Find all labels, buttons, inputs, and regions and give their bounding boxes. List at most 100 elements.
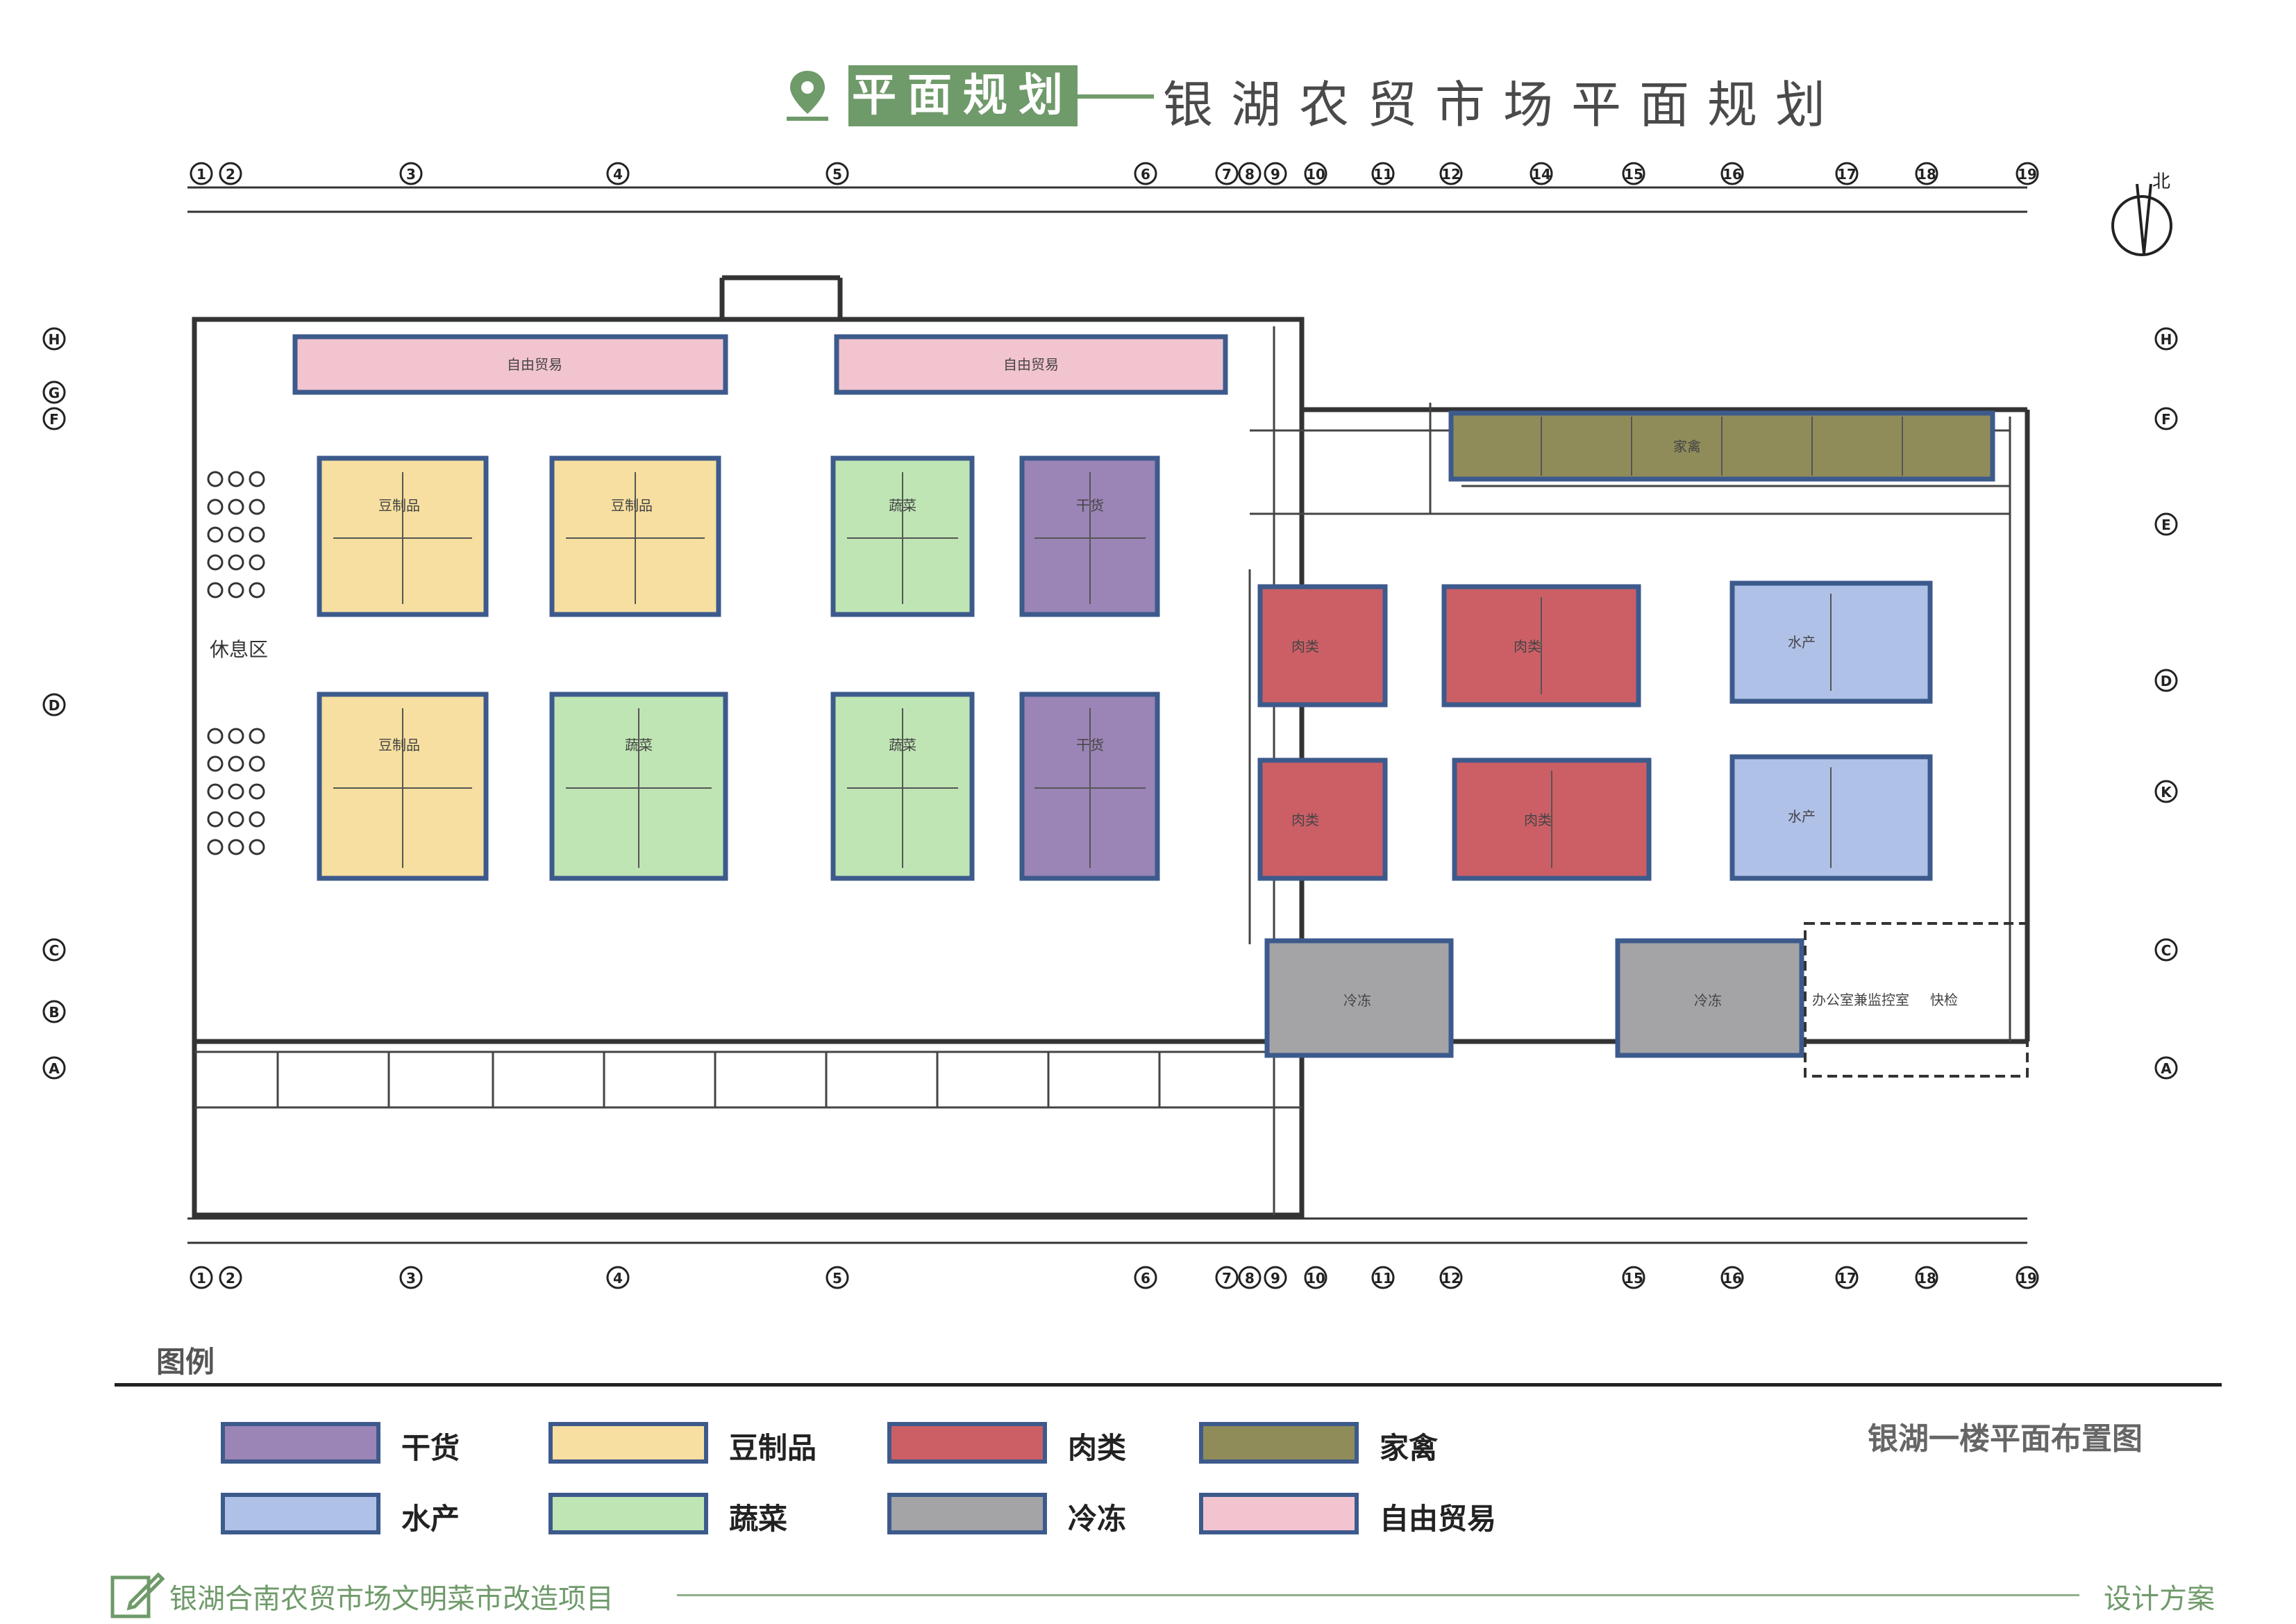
grid-top-10-label: 10 — [1306, 166, 1325, 183]
grid-left-D-label: D — [49, 697, 60, 714]
grid-bottom-16-label: 16 — [1723, 1270, 1742, 1287]
grid-bottom-17-label: 17 — [1837, 1270, 1857, 1287]
legend-swatch — [887, 1422, 1047, 1464]
legend-item: 水产 — [221, 1493, 568, 1541]
grid-top-1-label: 1 — [196, 166, 206, 183]
note-pencil-icon — [110, 1572, 165, 1618]
grid-bottom-16: 16 — [1720, 1266, 1744, 1289]
legend-label: 家禽 — [1380, 1431, 1439, 1465]
grid-bottom-3: 3 — [399, 1266, 423, 1289]
grid-top-4-label: 4 — [613, 166, 623, 183]
grid-left-C: C — [42, 938, 66, 962]
north-label: 北 — [2152, 171, 2170, 192]
grid-top-6: 6 — [1134, 162, 1157, 185]
grid-right-K: K — [2154, 780, 2178, 803]
grid-left-F: F — [42, 407, 66, 430]
grid-bottom-18: 18 — [1915, 1266, 1938, 1289]
grid-right-C-label: C — [2161, 942, 2172, 959]
grid-top-18: 18 — [1915, 162, 1938, 185]
grid-top-15: 15 — [1622, 162, 1645, 185]
grid-bottom-6: 6 — [1134, 1266, 1157, 1289]
grid-top-3: 3 — [399, 162, 423, 185]
label-dry-goods-2: 干货 — [1076, 737, 1104, 753]
grid-left-G-label: G — [49, 385, 60, 401]
grid-bottom-15: 15 — [1622, 1266, 1645, 1289]
legend-label: 肉类 — [1068, 1431, 1127, 1465]
grid-right-A: A — [2154, 1056, 2178, 1080]
grid-left-D: D — [42, 693, 66, 717]
legend-label: 水产 — [401, 1502, 460, 1536]
legend-swatch — [1199, 1493, 1359, 1534]
label-inspection: 快检 — [1930, 991, 1958, 1008]
grid-bottom-19-label: 19 — [2018, 1270, 2037, 1287]
grid-bottom-1-label: 1 — [196, 1270, 206, 1287]
grid-top-7: 7 — [1215, 162, 1239, 185]
grid-top-8: 8 — [1238, 162, 1262, 185]
grid-right-C: C — [2154, 938, 2178, 962]
label-soy-3: 豆制品 — [378, 737, 420, 753]
grid-top-2-label: 2 — [226, 166, 235, 183]
grid-top-3-label: 3 — [406, 166, 416, 183]
label-vegetable-3: 蔬菜 — [889, 737, 916, 753]
grid-top-1: 1 — [190, 162, 213, 185]
legend-item: 冷冻 — [887, 1493, 1234, 1541]
grid-top-8-label: 8 — [1245, 166, 1255, 183]
grid-bottom-4: 4 — [606, 1266, 630, 1289]
grid-bottom-2: 2 — [219, 1266, 242, 1289]
legend-title: 图例 — [156, 1345, 215, 1379]
grid-left-F-label: F — [49, 411, 59, 428]
footer-project-name: 银湖合南农贸市场文明菜市改造项目 — [169, 1583, 614, 1615]
grid-bottom-3-label: 3 — [406, 1270, 416, 1287]
zone-labels: 自由贸易 自由贸易 豆制品 豆制品 蔬菜 干货 豆制品 蔬菜 蔬菜 干货 肉类 … — [378, 356, 1958, 1009]
label-meat-2: 肉类 — [1514, 638, 1541, 655]
grid-top-19-label: 19 — [2018, 166, 2037, 183]
office-area-outline — [1804, 922, 2029, 1078]
legend-label: 自由贸易 — [1380, 1502, 1497, 1536]
grid-top-7-label: 7 — [1222, 166, 1232, 183]
rest-area-seating — [207, 471, 265, 855]
zone-meat-1 — [1257, 584, 1388, 708]
label-aquatic-1: 水产 — [1788, 634, 1816, 651]
zone-meat-3 — [1257, 757, 1388, 881]
legend-swatch — [1199, 1422, 1359, 1464]
grid-top-18-label: 18 — [1917, 166, 1936, 183]
grid-right-F: F — [2154, 407, 2178, 430]
section-badge: 平面规划 — [848, 65, 1078, 126]
grid-right-K-label: K — [2161, 784, 2172, 801]
grid-bottom-9: 9 — [1264, 1266, 1287, 1289]
stall-partitions — [333, 417, 1903, 868]
grid-right-E-label: E — [2161, 517, 2171, 533]
legend-item: 蔬菜 — [548, 1493, 896, 1541]
title-connector — [1078, 94, 1154, 99]
legend-swatch — [548, 1493, 708, 1534]
market-zones — [292, 334, 1995, 1058]
grid-left-A: A — [42, 1056, 66, 1080]
north-arrow-icon: 北 — [2111, 171, 2172, 256]
grid-top-14: 14 — [1530, 162, 1553, 185]
label-dry-goods-1: 干货 — [1076, 497, 1104, 514]
grid-left-B-label: B — [49, 1004, 59, 1021]
grid-top-12: 12 — [1439, 162, 1463, 185]
grid-top-5: 5 — [826, 162, 849, 185]
grid-bottom-5-label: 5 — [832, 1270, 842, 1287]
grid-bottom-15-label: 15 — [1624, 1270, 1643, 1287]
grid-top-17: 17 — [1835, 162, 1859, 185]
legend-item: 家禽 — [1199, 1422, 1546, 1471]
grid-bottom-1: 1 — [190, 1266, 213, 1289]
label-frozen-1: 冷冻 — [1343, 992, 1371, 1009]
grid-right-A-label: A — [2161, 1060, 2172, 1077]
label-free-trade-2: 自由贸易 — [1003, 356, 1059, 373]
grid-top-10: 10 — [1304, 162, 1327, 185]
page-header: 平面规划 银湖农贸市场平面规划 — [0, 0, 2296, 160]
grid-top-14-label: 14 — [1532, 166, 1551, 183]
grid-top-15-label: 15 — [1624, 166, 1643, 183]
grid-top-16-label: 16 — [1723, 166, 1742, 183]
grid-bottom-2-label: 2 — [226, 1270, 235, 1287]
grid-bottom-19: 19 — [2016, 1266, 2039, 1289]
floor-plan-drawing: 休息区 — [42, 162, 2178, 1289]
grid-bottom-17: 17 — [1835, 1266, 1859, 1289]
rest-area-label: 休息区 — [210, 638, 268, 661]
grid-bottom-5: 5 — [826, 1266, 849, 1289]
grid-right-D: D — [2154, 669, 2178, 692]
